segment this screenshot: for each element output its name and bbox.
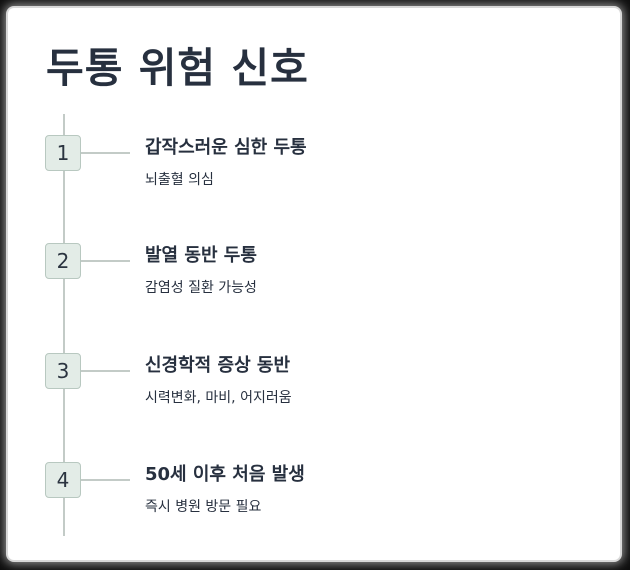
timeline-line xyxy=(63,114,65,536)
page-title: 두통 위험 신호 xyxy=(46,44,309,92)
timeline-connector xyxy=(64,152,130,154)
step-description: 뇌출혈 의심 xyxy=(145,172,214,188)
step-number-badge: 2 xyxy=(45,243,81,279)
step-number-badge: 3 xyxy=(45,353,81,389)
timeline-step-4: 4 50세 이후 처음 발생 즉시 병원 방문 필요 xyxy=(8,460,620,540)
timeline-connector xyxy=(64,370,130,372)
step-number-badge: 1 xyxy=(45,135,81,171)
step-title: 신경학적 증상 동반 xyxy=(145,355,291,376)
step-title: 발열 동반 두통 xyxy=(145,245,257,266)
step-description: 감염성 질환 가능성 xyxy=(145,280,257,296)
step-number-badge: 4 xyxy=(45,462,81,498)
timeline-step-3: 3 신경학적 증상 동반 시력변화, 마비, 어지러움 xyxy=(8,351,620,431)
step-title: 갑작스러운 심한 두통 xyxy=(145,137,307,158)
timeline-step-1: 1 갑작스러운 심한 두통 뇌출혈 의심 xyxy=(8,133,620,213)
timeline-connector xyxy=(64,260,130,262)
timeline-connector xyxy=(64,479,130,481)
step-description: 즉시 병원 방문 필요 xyxy=(145,499,262,515)
step-title: 50세 이후 처음 발생 xyxy=(145,464,305,485)
warning-signs-card: 두통 위험 신호 1 갑작스러운 심한 두통 뇌출혈 의심 2 발열 동반 두통… xyxy=(8,8,620,560)
timeline-step-2: 2 발열 동반 두통 감염성 질환 가능성 xyxy=(8,241,620,321)
step-description: 시력변화, 마비, 어지러움 xyxy=(145,390,292,406)
